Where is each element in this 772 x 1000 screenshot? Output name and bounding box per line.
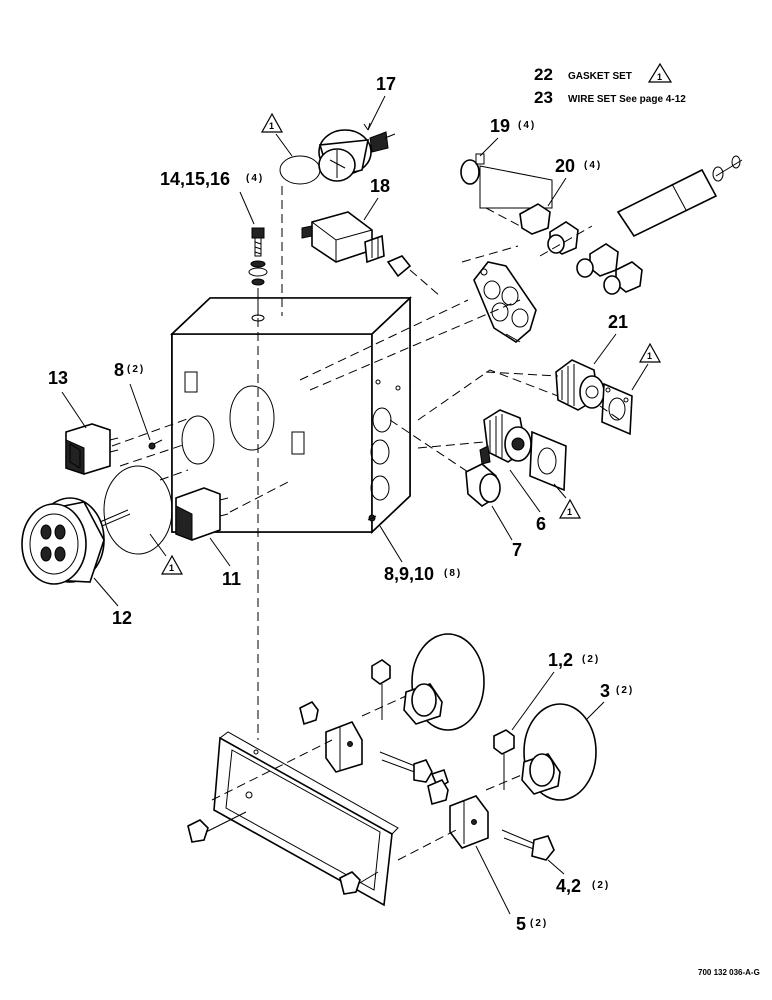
screw-part-8 (148, 439, 163, 450)
svg-text:(2): (2) (530, 918, 548, 929)
callout-note-6: 1 (553, 483, 582, 519)
callout-19: 19 (4) (479, 116, 536, 157)
lens-cap-part-7 (465, 463, 501, 507)
legend-text-gasket-set: GASKET SET (568, 71, 632, 82)
note-triangle-icon: 1 (647, 62, 673, 83)
svg-text:1: 1 (567, 507, 572, 517)
callout-3: 3 (2) (585, 681, 634, 721)
connector-part-6 (479, 409, 567, 492)
figure-id: 700 132 036-A-G (698, 968, 760, 977)
svg-text:1: 1 (169, 563, 174, 573)
legend-number-wire-set: 23 (534, 88, 553, 107)
callout-5: 5 (2) (475, 845, 548, 934)
callout-4-2: 4,2 (2) (547, 859, 610, 896)
svg-text:5: 5 (516, 914, 526, 934)
svg-text:6: 6 (536, 514, 546, 534)
callout-14-15-16: 14,15,16 (4) (160, 169, 264, 225)
svg-text:(2): (2) (616, 685, 634, 696)
lamp-bulb-part-19 (460, 153, 553, 209)
callout-note-17: 1 (260, 112, 293, 157)
svg-text:(2): (2) (592, 880, 610, 891)
svg-text:(4): (4) (518, 120, 536, 131)
callout-13: 13 (48, 368, 87, 429)
svg-text:21: 21 (608, 312, 628, 332)
rocker-switch-part-11 (175, 487, 229, 541)
svg-text:(2): (2) (127, 364, 145, 375)
callout-8-9-10: 8,9,10 (8) (379, 525, 462, 584)
bolt-part-14 (248, 227, 268, 316)
connector-part-21 (555, 359, 633, 436)
circuit-breaker-part-18 (301, 211, 412, 278)
lamp-holder-plate (473, 261, 537, 343)
svg-text:11: 11 (222, 569, 241, 589)
mount-bracket-lower (427, 703, 597, 861)
control-box-housing (169, 296, 413, 534)
svg-text:4,2: 4,2 (556, 876, 581, 896)
callout-7: 7 (491, 505, 522, 560)
svg-text:(4): (4) (246, 173, 264, 184)
rocker-switch-part-13 (65, 423, 119, 475)
callout-21: 21 (593, 312, 628, 365)
wire-sleeve (616, 155, 743, 238)
callout-note-12: 1 (149, 533, 184, 575)
callout-1-2: 1,2 (2) (511, 650, 600, 731)
callout-12: 12 (93, 577, 132, 628)
legend-number-gasket-set: 22 (534, 65, 553, 84)
mount-bracket-upper (299, 633, 485, 790)
svg-text:1: 1 (269, 121, 274, 131)
svg-text:7: 7 (512, 540, 522, 560)
gasket-ring-12 (103, 465, 173, 555)
callout-17: 17 (363, 74, 396, 131)
legend: 22 GASKET SET 1 23 WIRE SET See page 4-1… (534, 62, 686, 107)
cover-plate (213, 731, 399, 907)
svg-text:1,2: 1,2 (548, 650, 573, 670)
svg-text:19: 19 (490, 116, 510, 136)
svg-text:17: 17 (376, 74, 396, 94)
callout-note-21: 1 (631, 342, 662, 391)
svg-text:(8): (8) (444, 568, 462, 579)
svg-text:20: 20 (555, 156, 575, 176)
callout-6: 6 (509, 469, 546, 534)
assembly-lines (111, 186, 621, 861)
svg-text:(4): (4) (584, 160, 602, 171)
svg-text:(2): (2) (582, 654, 600, 665)
callout-18: 18 (363, 176, 390, 221)
svg-text:1: 1 (657, 72, 662, 82)
svg-text:8,9,10: 8,9,10 (384, 564, 434, 584)
callout-20: 20 (4) (547, 156, 602, 207)
cover-plate-fasteners (187, 811, 379, 895)
svg-text:18: 18 (370, 176, 390, 196)
svg-text:12: 12 (112, 608, 132, 628)
callout-11: 11 (209, 537, 241, 589)
callout-8: 8 (2) (114, 360, 151, 441)
o-ring-17 (279, 155, 321, 185)
legend-text-wire-set: WIRE SET See page 4-12 (568, 94, 686, 105)
svg-text:1: 1 (647, 351, 652, 361)
svg-text:3: 3 (600, 681, 610, 701)
svg-text:14,15,16: 14,15,16 (160, 169, 230, 189)
svg-text:8: 8 (114, 360, 124, 380)
gauge-part-12 (21, 497, 131, 585)
svg-text:13: 13 (48, 368, 68, 388)
relay-part-17 (318, 129, 396, 182)
screw-part-8-9-10 (367, 514, 377, 522)
